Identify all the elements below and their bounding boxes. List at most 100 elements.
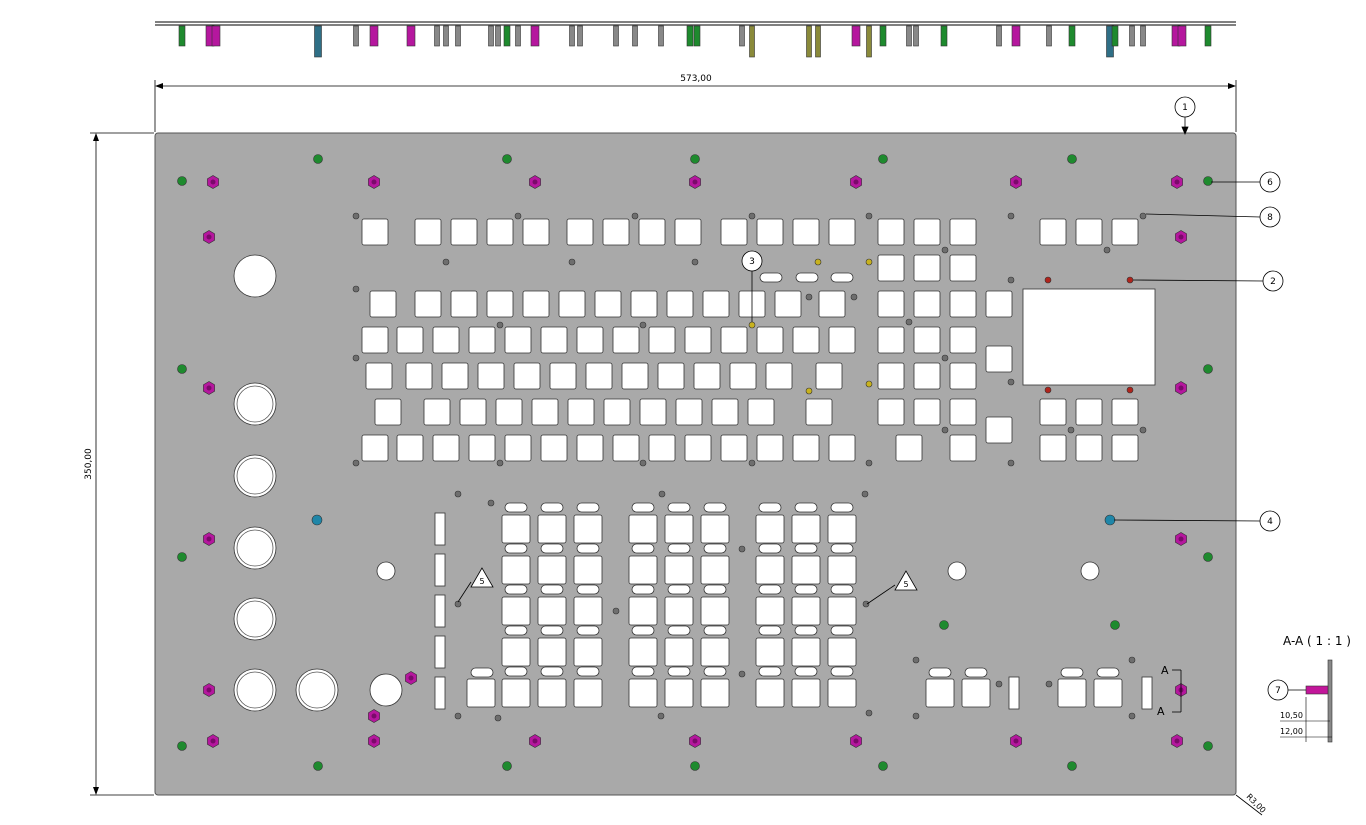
yellow-hole	[865, 258, 873, 266]
led-slot	[470, 667, 494, 678]
key-cutout	[540, 326, 568, 354]
grey-screw-hole	[658, 490, 666, 498]
led-slot	[758, 584, 782, 595]
knob-hole-ring	[298, 671, 336, 709]
led-slot	[794, 584, 818, 595]
grey-screw-hole	[1045, 680, 1053, 688]
grey-screw-hole	[748, 212, 756, 220]
grey-screw-hole	[905, 318, 913, 326]
key-cutout	[468, 434, 496, 462]
profile-stub	[314, 25, 322, 58]
green-mount-hole	[690, 761, 700, 771]
key-cutout	[466, 678, 496, 708]
key-cutout	[459, 398, 487, 426]
width-dimension-label: 573,00	[680, 74, 712, 84]
led-slot	[667, 584, 691, 595]
callout-5-left-label: 5	[479, 577, 484, 586]
green-mount-hole	[177, 741, 187, 751]
key-cutout	[792, 218, 820, 246]
callout-4-label: 4	[1267, 517, 1273, 527]
grey-screw-hole	[738, 545, 746, 553]
led-slot	[759, 272, 783, 283]
key-cutout	[755, 514, 785, 544]
key-cutout	[369, 290, 397, 318]
led-slot	[504, 502, 528, 513]
knob-hole	[233, 597, 277, 641]
profile-stub	[1140, 25, 1146, 47]
key-cutout	[537, 596, 567, 626]
key-cutout	[700, 596, 730, 626]
key-cutout	[791, 514, 821, 544]
grey-screw-hole	[639, 321, 647, 329]
yellow-hole	[814, 258, 822, 266]
profile-stub	[1129, 25, 1135, 47]
key-cutout	[361, 326, 389, 354]
led-slot	[928, 667, 952, 678]
hex-nut-bore	[1174, 179, 1180, 185]
led-slot	[576, 502, 600, 513]
top-profile-view	[155, 21, 1236, 58]
grey-screw-hole	[941, 354, 949, 362]
hex-nut-bore	[210, 738, 216, 744]
grey-screw-hole	[1007, 459, 1015, 467]
section-cut-label-bottom: A	[1157, 705, 1165, 718]
knob-hole-ring	[236, 457, 274, 495]
key-cutout	[949, 398, 977, 426]
key-cutout	[486, 290, 514, 318]
key-cutout	[985, 290, 1013, 318]
key-cutout	[573, 555, 603, 585]
key-cutout	[949, 434, 977, 462]
led-slot	[794, 502, 818, 513]
hex-nut-bore	[206, 687, 212, 693]
key-cutout	[396, 326, 424, 354]
led-slot	[794, 666, 818, 677]
key-cutout	[791, 596, 821, 626]
callouts: 1 6 8 2 4 3 5	[457, 96, 1284, 605]
key-cutout	[501, 637, 531, 667]
key-cutout	[540, 434, 568, 462]
key-cutout	[877, 254, 905, 282]
key-cutout	[877, 218, 905, 246]
key-cutout	[791, 555, 821, 585]
yellow-hole	[748, 321, 756, 329]
key-cutout	[756, 434, 784, 462]
large-round-hole	[233, 254, 277, 298]
green-mount-hole	[1067, 761, 1077, 771]
grey-screw-hole	[1103, 246, 1111, 254]
led-slot	[540, 625, 564, 636]
key-cutout	[827, 514, 857, 544]
knob-hole-ring	[236, 671, 274, 709]
key-cutout	[522, 218, 550, 246]
callout-5-left: 5	[457, 567, 494, 603]
key-cutout	[664, 596, 694, 626]
callout-3-label: 3	[749, 257, 755, 267]
led-slot	[631, 543, 655, 554]
key-cutout	[639, 398, 667, 426]
key-cutout	[913, 254, 941, 282]
grey-screw-hole	[494, 714, 502, 722]
grey-screw-hole	[1007, 378, 1015, 386]
profile-stub	[906, 25, 912, 47]
callout-1-label: 1	[1182, 103, 1188, 113]
led-slot	[667, 543, 691, 554]
key-cutout	[1111, 434, 1139, 462]
key-cutout	[949, 254, 977, 282]
green-mount-hole	[878, 761, 888, 771]
key-cutout	[949, 326, 977, 354]
key-cutout	[567, 398, 595, 426]
hex-nut-bore	[206, 536, 212, 542]
profile-stub	[996, 25, 1002, 47]
hex-nut-bore	[532, 179, 538, 185]
led-slot	[540, 543, 564, 554]
grey-screw-hole	[912, 656, 920, 664]
green-mount-hole	[878, 154, 888, 164]
led-slot	[504, 666, 528, 677]
grey-screw-hole	[496, 459, 504, 467]
led-slot	[830, 543, 854, 554]
key-cutout	[720, 434, 748, 462]
green-mount-hole	[502, 154, 512, 164]
corner-radius-label: R3,00	[1245, 792, 1268, 815]
profile-stub	[913, 25, 919, 47]
callout-8: 8	[1145, 206, 1281, 228]
led-slot	[794, 625, 818, 636]
